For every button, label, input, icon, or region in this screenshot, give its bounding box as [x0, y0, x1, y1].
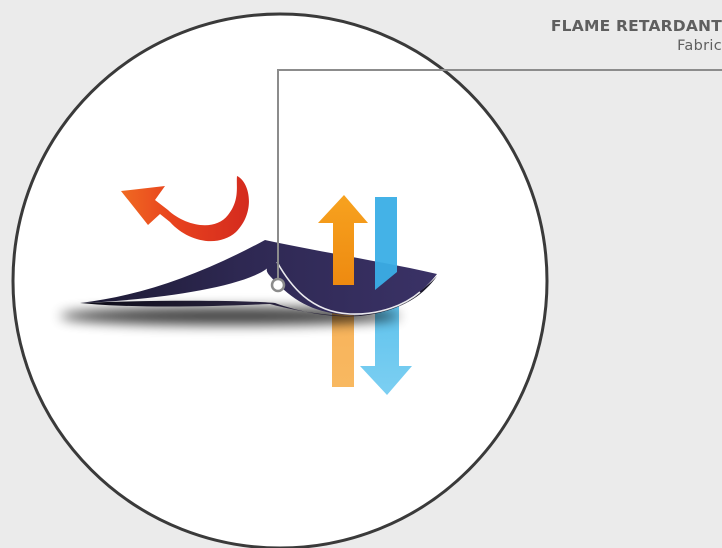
fabric-shadow [60, 307, 400, 325]
callout-subtitle: Fabric [677, 38, 722, 54]
callout-pin [270, 277, 286, 293]
up-arrow-icon [318, 195, 397, 290]
callout-label: FLAME RETARDANT Fabric [551, 16, 722, 56]
curved-flame-arrow-icon [121, 176, 249, 242]
callout-title: FLAME RETARDANT [550, 17, 722, 35]
callout-leader-line [277, 69, 722, 285]
